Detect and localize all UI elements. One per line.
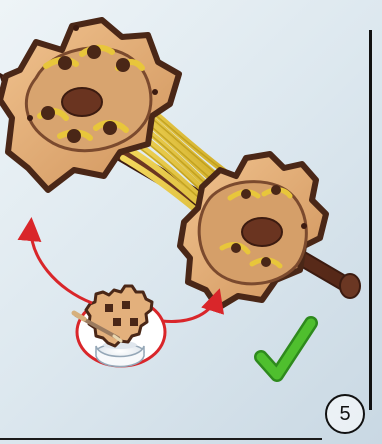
glue-inset: [74, 286, 165, 367]
frame-line-bottom: [0, 438, 322, 440]
frame-line-right: [369, 30, 372, 410]
step-number-badge-icon: 5: [325, 394, 365, 434]
checkmark-icon: [261, 323, 311, 375]
step-number: 5: [339, 404, 350, 424]
